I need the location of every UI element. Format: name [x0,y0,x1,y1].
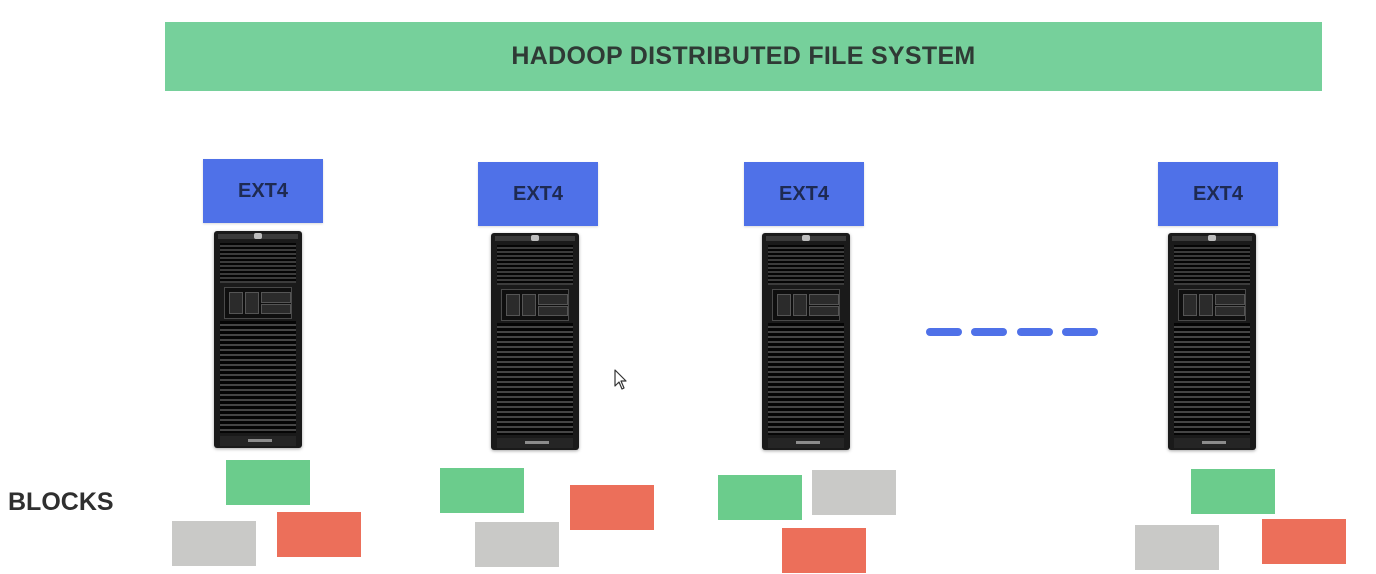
block-gray [812,470,896,515]
fs-label-text: EXT4 [778,182,830,205]
block-green [226,460,310,505]
fs-label-node-3: EXT4 [744,162,864,226]
block-gray [475,522,559,567]
fs-label-text: EXT4 [237,179,289,202]
block-green [1191,469,1275,514]
block-green [718,475,802,520]
block-gray [172,521,256,566]
mouse-pointer-icon [614,369,627,390]
server-icon [491,233,579,450]
fs-label-text: EXT4 [512,182,564,205]
server-icon [1168,233,1256,450]
banner-title: HADOOP DISTRIBUTED FILE SYSTEM [511,42,976,70]
block-red [1262,519,1346,564]
blocks-label: BLOCKS [8,488,114,516]
server-icon [214,231,302,448]
block-green [440,468,524,513]
dash-segment [1061,328,1098,336]
hdfs-banner: HADOOP DISTRIBUTED FILE SYSTEM [165,22,1322,91]
dash-segment [971,328,1008,336]
fs-label-node-2: EXT4 [478,162,598,226]
dash-segment [1016,328,1053,336]
fs-label-node-1: EXT4 [203,159,323,223]
block-red [277,512,361,557]
block-red [570,485,654,530]
server-icon [762,233,850,450]
dash-segment [926,328,962,336]
dashed-ellipsis-icon [926,328,1098,336]
fs-label-node-4: EXT4 [1158,162,1278,226]
block-gray [1135,525,1219,570]
block-red [782,528,866,573]
fs-label-text: EXT4 [1192,182,1244,205]
